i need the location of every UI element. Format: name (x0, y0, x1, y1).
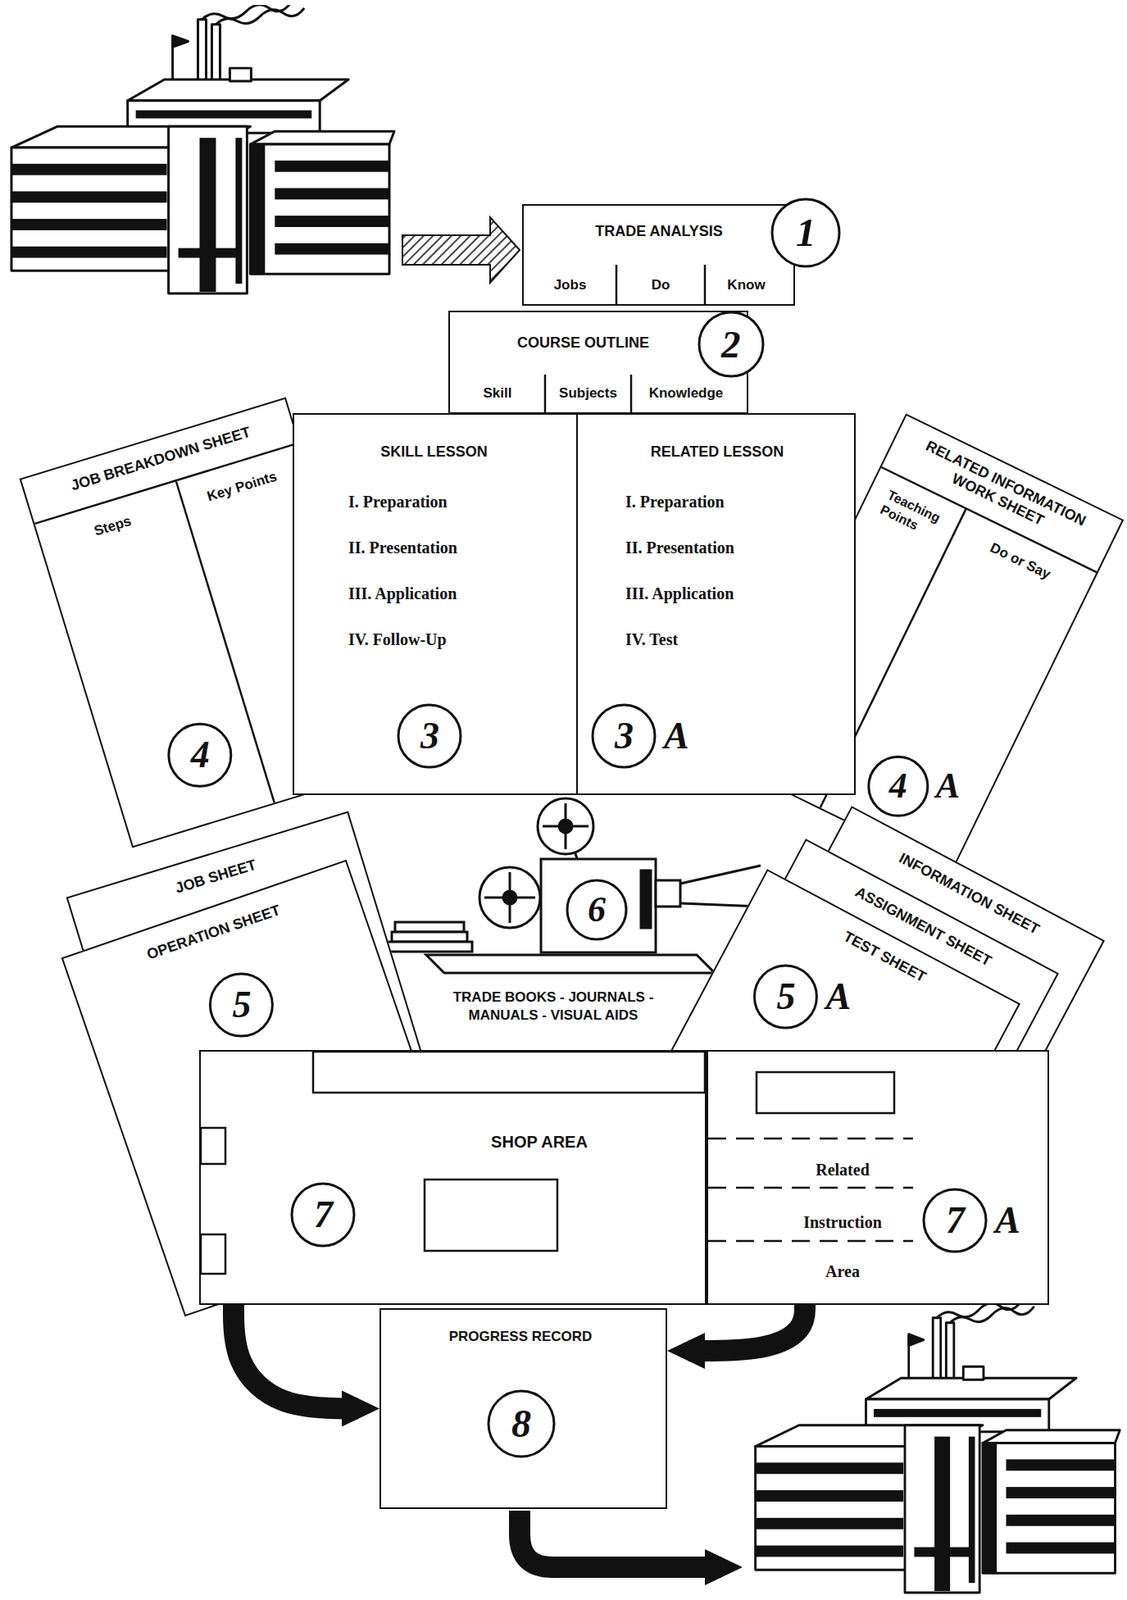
node-text: Skill (449, 384, 546, 402)
sheet-rules (708, 1051, 1048, 1304)
dashed-rule (708, 1137, 914, 1141)
callout-label: 5A (776, 963, 882, 1030)
node-text: Instruction (760, 1212, 925, 1232)
flow-arrow (688, 1304, 805, 1351)
book (395, 922, 464, 932)
flow-arrow (233, 1304, 359, 1409)
callout-label: 6 (587, 878, 606, 941)
callout-number: 2 (697, 310, 765, 378)
callout-number: 6 (565, 878, 628, 941)
shop-area: SHOP AREA 7 (199, 1049, 707, 1305)
factory-illustration (11, 3, 395, 294)
column-rule (544, 374, 547, 413)
projector-table (426, 954, 715, 973)
callout-label: 7A (945, 1187, 1051, 1254)
node-text: Related (760, 1159, 925, 1180)
node-text: SKILL LESSON (294, 442, 574, 461)
node-text: I. Preparation (625, 491, 839, 512)
node-text: II. Presentation (348, 537, 562, 558)
flow-arrow (519, 1510, 722, 1568)
book (391, 931, 468, 942)
callout-number: 8 (486, 1389, 556, 1459)
film-projector (386, 798, 761, 973)
callout-number: 1 (770, 197, 841, 269)
dashed-rule (708, 1240, 914, 1243)
node-text: Area (760, 1261, 925, 1282)
node-text: III. Application (348, 583, 562, 604)
lesson-box: RELATED LESSON I. PreparationII. Presenta… (576, 413, 856, 796)
node-text: Key Points (188, 462, 296, 510)
callout-label: 4 (190, 722, 210, 788)
floor-fixture (756, 1072, 895, 1114)
node-text: IV. Follow-Up (348, 629, 562, 650)
resource-caption: TRADE BOOKS - JOURNALS - MANUALS - VISUA… (418, 988, 689, 1025)
analysis-box: TRADE ANALYSIS JobsDoKnow (522, 204, 796, 306)
callout-number: 3 (396, 703, 463, 769)
film-reel (537, 798, 594, 855)
column-rule (704, 264, 707, 305)
node-text: SHOP AREA (457, 1131, 622, 1152)
node-text: TRADE ANALYSIS (536, 222, 782, 241)
callout-label: 8 (511, 1389, 532, 1459)
callout-label: 5 (231, 972, 251, 1038)
callout-number: 7A (922, 1187, 1055, 1254)
floor-fixture (200, 1234, 226, 1274)
factory-illustration (755, 1301, 1121, 1593)
progress-record: PROGRESS RECORD 8 (379, 1308, 668, 1509)
callout-label: 1 (795, 197, 817, 269)
projector-body (540, 858, 656, 953)
lesson-box: SKILL LESSON I. PreparationII. Presentati… (292, 413, 582, 796)
callout-label: 3 (420, 703, 440, 769)
node-text: PROGRESS RECORD (381, 1327, 660, 1346)
light-beam (680, 865, 761, 884)
callout-number: 5 (208, 972, 274, 1038)
callout-label: 7 (313, 1181, 333, 1248)
node-text: II. Presentation (625, 537, 839, 558)
floor-fixture (200, 1127, 226, 1164)
floor-fixture (313, 1051, 705, 1093)
node-text: Do (616, 276, 705, 294)
callout-number: 5A (752, 963, 885, 1030)
column-rule (630, 374, 633, 413)
node-text: III. Application (625, 583, 839, 604)
dashed-rule (708, 1186, 914, 1190)
node-text: Knowledge (631, 384, 741, 402)
callout-number: 4 (167, 722, 233, 788)
node-text: COURSE OUTLINE (474, 333, 692, 352)
node-text: I. Preparation (348, 491, 562, 512)
node-text: Subjects (545, 384, 632, 402)
instruction-area: RelatedInstructionArea 7A (706, 1049, 1050, 1305)
callout-number: 4A (867, 754, 992, 818)
node-text: Teaching Points (877, 486, 958, 549)
book (386, 941, 473, 952)
callout-label: 4A (889, 754, 989, 818)
node-text: Know (704, 276, 788, 294)
node-text: Jobs (523, 276, 617, 294)
floor-fixture (424, 1179, 558, 1251)
column-rule (615, 264, 619, 305)
projector-lens (655, 880, 681, 907)
callout-label: 2 (721, 310, 741, 378)
sheet-rules (200, 1051, 705, 1304)
hatched-arrow (402, 217, 520, 283)
node-text: IV. Test (625, 629, 839, 650)
node-text: RELATED LESSON (586, 442, 849, 461)
callout-number: 3A (590, 703, 723, 769)
callout-number: 7 (290, 1181, 356, 1248)
callout-label: 3A (614, 703, 720, 769)
node-text: Steps (39, 495, 186, 556)
film-reel (479, 867, 541, 928)
